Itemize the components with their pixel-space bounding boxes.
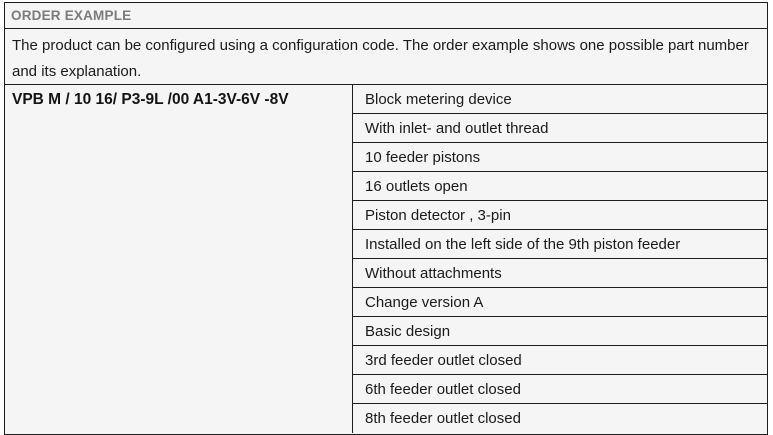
table-row: 10 feeder pistons [353, 143, 767, 172]
configuration-code-grid: VPB M / 10 16/ P3-9L /00 A1-3V-6V -8V Bl… [5, 85, 767, 433]
explanation-label: 10 feeder pistons [365, 148, 481, 166]
panel-header: ORDER EXAMPLE [5, 3, 767, 29]
table-row: 8th feeder outlet closed [353, 404, 767, 433]
intro-paragraph: The product can be configured using a co… [12, 37, 749, 80]
part-number-value: VPB M / 10 16/ P3-9L /00 A1-3V-6V -8V [12, 91, 289, 108]
table-row: Change version A [353, 288, 767, 317]
table-row: With inlet- and outlet thread [353, 114, 767, 143]
intro-paragraph-row: The product can be configured using a co… [5, 29, 767, 85]
explanation-label: Basic design [365, 322, 451, 340]
order-example-panel: ORDER EXAMPLE The product can be configu… [4, 2, 768, 435]
part-number-cell: VPB M / 10 16/ P3-9L /00 A1-3V-6V -8V [5, 85, 353, 433]
explanation-label: Without attachments [365, 264, 502, 282]
table-row: 6th feeder outlet closed [353, 375, 767, 404]
explanation-label: Installed on the left side of the 9th pi… [365, 235, 681, 253]
page-title: ORDER EXAMPLE [11, 7, 132, 23]
table-row: 3rd feeder outlet closed [353, 346, 767, 375]
explanation-label: With inlet- and outlet thread [365, 119, 549, 137]
explanation-column: Block metering device With inlet- and ou… [353, 85, 767, 433]
table-row: Without attachments [353, 259, 767, 288]
explanation-label: Piston detector , 3-pin [365, 206, 511, 224]
explanation-label: Block metering device [365, 90, 512, 108]
explanation-label: 3rd feeder outlet closed [365, 351, 522, 369]
explanation-label: 8th feeder outlet closed [365, 410, 521, 427]
table-row: Piston detector , 3-pin [353, 201, 767, 230]
explanation-label: 6th feeder outlet closed [365, 380, 521, 398]
explanation-label: Change version A [365, 293, 484, 311]
table-row: Basic design [353, 317, 767, 346]
table-row: Installed on the left side of the 9th pi… [353, 230, 767, 259]
table-row: 16 outlets open [353, 172, 767, 201]
table-row: Block metering device [353, 85, 767, 114]
explanation-label: 16 outlets open [365, 177, 468, 195]
